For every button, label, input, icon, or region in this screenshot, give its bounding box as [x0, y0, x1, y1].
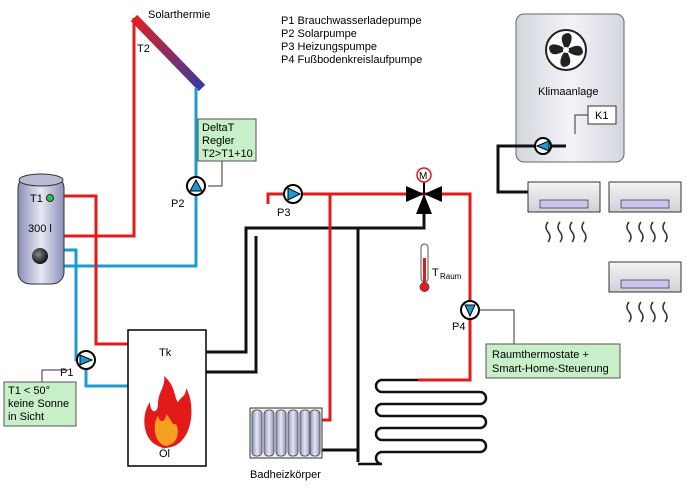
heating-return-pipe	[206, 226, 360, 462]
raum-line-2: Smart-Home-Steuerung	[492, 363, 609, 375]
t2-label: T2	[137, 43, 150, 55]
pump-p1	[76, 350, 96, 370]
tank-charge-hot-pipe	[58, 194, 128, 346]
solar-label: Solarthermie	[148, 9, 210, 21]
flame-icon	[144, 376, 192, 448]
t1-condition-box	[3, 381, 77, 427]
pump-p2-label: P2	[171, 198, 184, 210]
pump-p3-label: P3	[277, 207, 290, 219]
traum-sub-label: Raum	[440, 272, 462, 281]
heating-flow-pipe	[266, 192, 472, 382]
solar-cold-pipe	[58, 88, 198, 268]
heating-return-pipe-2	[206, 236, 258, 374]
air-conditioner: Klimaanlage K1	[515, 13, 625, 163]
ac-unit-1	[527, 181, 601, 243]
t1cond-line-2: keine Sonne	[8, 398, 69, 410]
solar-collector	[130, 14, 206, 92]
delta-line-2: Regler	[202, 135, 235, 147]
delta-line-3: T2>T1+10	[202, 148, 253, 160]
ac-pipe	[496, 144, 566, 194]
legend-p2: P2 Solarpumpe	[281, 28, 357, 40]
tank-heat-exchanger	[32, 248, 48, 264]
motor-label: M	[419, 171, 427, 182]
radiator-label: Badheizkörper	[250, 469, 321, 481]
radiator-flow-pipe	[320, 194, 332, 422]
t1-label: T1	[30, 193, 43, 205]
solar-hot-pipe	[58, 18, 136, 238]
bath-radiator	[249, 407, 323, 459]
delta-regler-box	[197, 118, 257, 162]
oel-label: Öl	[159, 448, 170, 460]
t1-sensor	[46, 194, 54, 202]
t1cond-line-3: in Sicht	[8, 411, 44, 423]
floor-heating-coil	[358, 378, 488, 466]
tk-label: Tk	[159, 347, 172, 359]
hot-water-tank: T1 300 l	[17, 173, 65, 285]
pump-legend: P1 Brauchwasserladepumpe P2 Solarpumpe P…	[281, 15, 422, 66]
k1-label: K1	[595, 110, 608, 122]
klima-label: Klimaanlage	[538, 86, 599, 98]
legend-p1: P1 Brauchwasserladepumpe	[281, 15, 422, 27]
delta-line-1: DeltaT	[202, 122, 235, 134]
pump-k1	[534, 137, 552, 155]
valve-bypass-pipe	[358, 212, 426, 230]
ac-unit-2	[608, 181, 682, 243]
pump-p1-label: P1	[60, 367, 73, 379]
room-thermostat-box	[485, 343, 621, 379]
room-thermometer: T Raum	[419, 243, 462, 292]
t1cond-line-1: T1 < 50°	[8, 385, 50, 397]
ac-unit-3	[608, 261, 682, 323]
legend-p4: P4 Fußbodenkreislaufpumpe	[281, 54, 422, 66]
raum-line-1: Raumthermostate +	[492, 349, 589, 361]
legend-p3: P3 Heizungspumpe	[281, 41, 377, 53]
pump-p4-label: P4	[452, 321, 465, 333]
pump-p2	[186, 176, 206, 196]
mixing-valve: M	[406, 167, 442, 214]
tank-volume-label: 300 l	[28, 223, 52, 235]
pump-p4	[460, 300, 480, 320]
pump-p3	[283, 184, 303, 204]
traum-label: T	[432, 267, 439, 279]
oil-boiler: Tk Öl	[127, 329, 207, 467]
